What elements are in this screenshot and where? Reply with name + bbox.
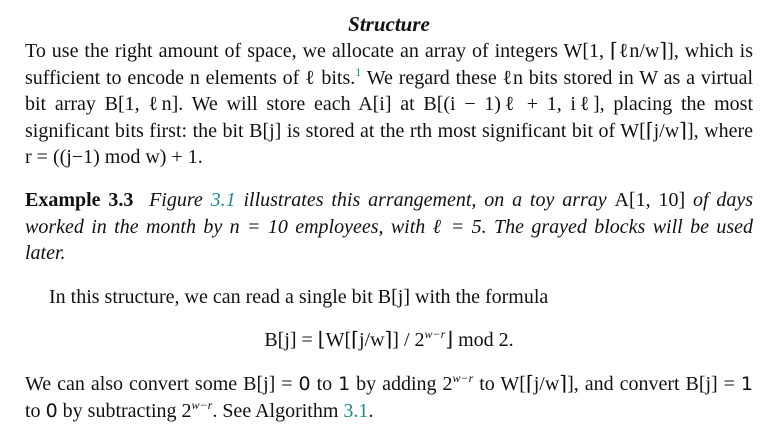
p1-line3: We regard these ℓn bits stored in W as a	[366, 66, 695, 89]
p4-text-5: to	[25, 399, 46, 422]
formula-exponent: w−r	[424, 327, 446, 341]
formula-read-bit: B[j] = ⌊W[⌈j/w⌉] / 2w−r⌋ mod 2.	[25, 327, 753, 353]
paragraph-structure: To use the right amount of space, we all…	[25, 38, 753, 171]
section-title: Structure	[348, 12, 430, 36]
p4-exponent-1: w−r	[452, 371, 474, 385]
paragraph-read-bit: In this structure, we can read a single …	[49, 286, 549, 308]
p4-one-1: 1	[338, 373, 351, 395]
p1-line5: significant bits first: the bit B[j] is …	[25, 119, 699, 142]
footnote-link[interactable]: 1	[355, 64, 362, 79]
array-ref: A[1, 10]	[614, 189, 686, 211]
p4-exponent-2: w−r	[191, 397, 213, 412]
p4-text-3: by adding 2	[350, 373, 453, 395]
paragraph-convert-bit: We can also convert some B[j] = 0 to 1 b…	[25, 371, 753, 424]
p1-line2: is sufficient to encode n elements of ℓ …	[25, 40, 753, 89]
example-label: Example 3.3	[25, 189, 134, 211]
example-text-b: illustrates this arrangement, on a toy a…	[235, 189, 615, 211]
p1-line1: To use the right amount of space, we all…	[25, 40, 734, 62]
p1-line4: virtual bit array B[1, ℓn]. We will stor…	[25, 66, 754, 116]
formula-lhs: B[j] = ⌊W[⌈j/w⌉] / 2	[264, 329, 425, 351]
p4-text-4: to W[⌈j/w⌉], and convert B[j] =	[473, 373, 741, 395]
algorithm-link[interactable]: 3.1	[343, 399, 369, 422]
p4-text-2: to	[310, 373, 339, 395]
p4-text-1: We can also convert some B[j] =	[25, 373, 299, 395]
p4-one-2: 1	[740, 373, 754, 395]
p4-text-8: .	[368, 399, 374, 422]
p4-text-6: by subtracting 2	[57, 399, 192, 422]
p4-zero-2: 0	[45, 399, 58, 422]
example-text-a: Figure	[149, 189, 211, 211]
formula-rhs: ⌋ mod 2.	[445, 329, 514, 351]
example-paragraph: Example 3.3 Figure 3.1 illustrates this …	[25, 187, 753, 267]
p1-line6: where r = ((j−1) mod w) + 1.	[25, 119, 754, 169]
p4-text-7: . See Algorithm	[212, 399, 344, 422]
figure-link[interactable]: 3.1	[210, 189, 236, 211]
example-text-c: of days worked in the month by n = 10 em…	[25, 189, 754, 264]
p4-zero-1: 0	[298, 373, 311, 395]
